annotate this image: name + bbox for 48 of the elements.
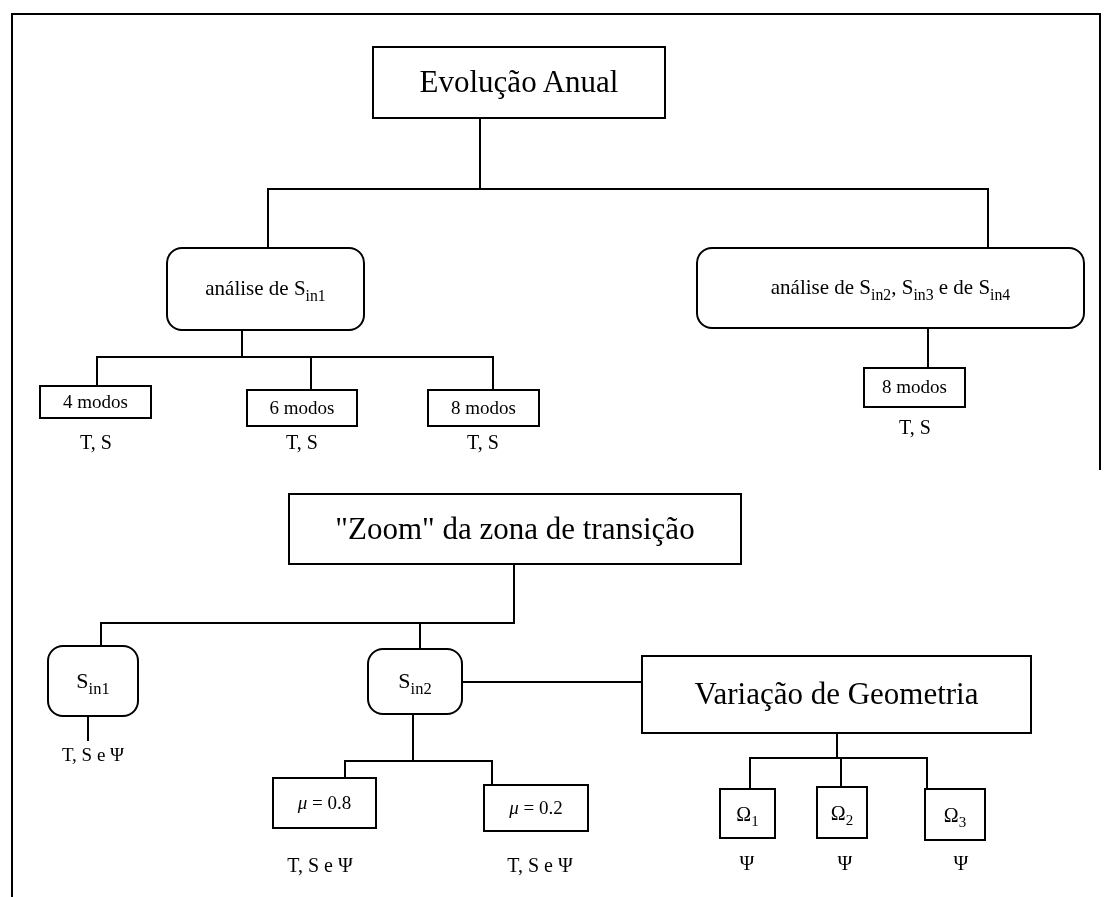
rounded-box xyxy=(166,247,365,331)
box-label: análise de S$_{in2}$, S$_{in3}$ e de S$_{in4}$ xyxy=(770,276,1011,300)
process-box xyxy=(272,777,377,829)
process-box xyxy=(39,385,152,419)
box-label: Ω$_{3}$ xyxy=(943,803,967,826)
process-box xyxy=(288,493,742,565)
box-label: S$_{in1}$ xyxy=(76,668,110,694)
process-box xyxy=(719,788,776,839)
connector-line xyxy=(87,716,89,742)
process-box xyxy=(924,788,986,841)
node-caption: T, S e Ψ xyxy=(507,854,573,876)
node-caption: Ψ xyxy=(739,852,755,874)
process-box xyxy=(483,784,589,832)
node-caption: T, S xyxy=(467,431,499,453)
box-label: Ω$_{1}$ xyxy=(736,802,759,825)
process-box xyxy=(863,367,966,408)
rounded-box xyxy=(367,648,463,715)
node-caption: T, S e Ψ xyxy=(287,854,353,876)
box-label: "Zoom" da zona de transição xyxy=(335,511,695,547)
node-caption: Ψ xyxy=(953,852,969,874)
process-box xyxy=(641,655,1032,734)
box-label: Evolução Anual xyxy=(419,65,619,100)
rounded-box xyxy=(47,645,139,717)
box-label: Ω$_{2}$ xyxy=(830,801,854,824)
box-label: 8 modos xyxy=(451,397,516,419)
box-label: análise de S$_{in1}$ xyxy=(205,277,326,301)
connector-line xyxy=(927,328,929,368)
box-label: 6 modos xyxy=(269,397,335,419)
connector-line xyxy=(419,564,515,649)
process-box xyxy=(427,389,540,427)
node-caption: T, S xyxy=(899,416,931,438)
node-caption: T, S xyxy=(286,431,318,453)
node-caption: Ψ xyxy=(837,852,853,874)
connector-line xyxy=(241,330,494,390)
process-box xyxy=(246,389,358,427)
box-label: μ = 0.2 xyxy=(509,797,563,819)
process-box xyxy=(816,786,868,839)
box-label: μ = 0.8 xyxy=(297,792,352,814)
box-label: S$_{in2}$ xyxy=(398,669,432,694)
connector-line xyxy=(462,681,642,683)
box-label: Variação de Geometria xyxy=(694,677,979,712)
node-label: T, S e Ψ xyxy=(61,744,125,766)
box-label: 8 modos xyxy=(882,377,947,398)
connector-line xyxy=(412,714,493,785)
node-caption: T, S xyxy=(80,431,112,453)
box-label: 4 modos xyxy=(63,391,128,413)
rounded-box xyxy=(696,247,1085,329)
process-box xyxy=(372,46,666,119)
